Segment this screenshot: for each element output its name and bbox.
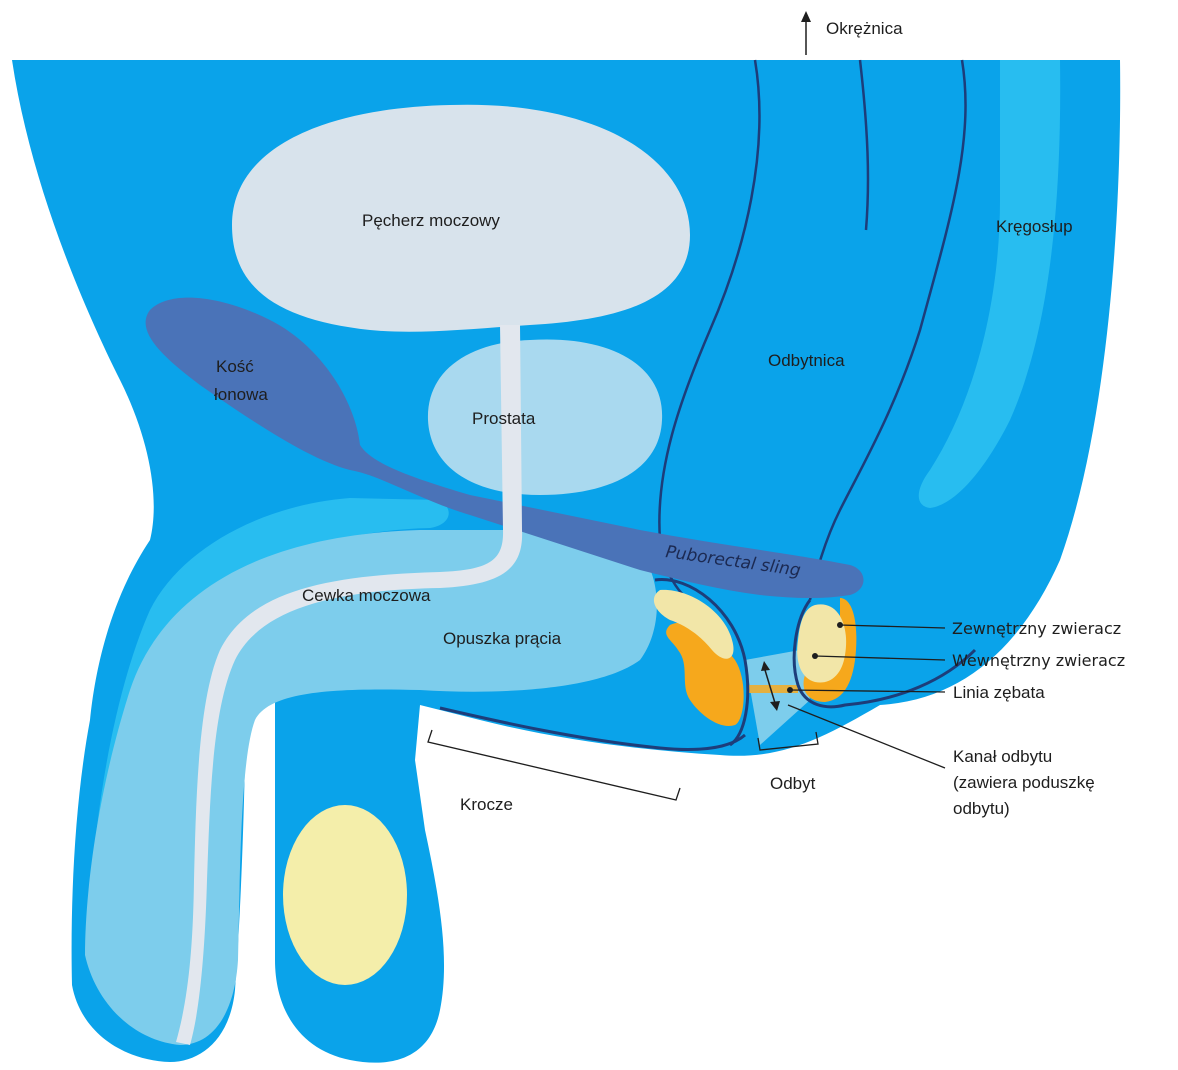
label-penile-bulb: Opuszka prącia bbox=[443, 629, 562, 648]
label-anal-canal-2: (zawiera poduszkę bbox=[953, 773, 1095, 792]
leader-external-dot bbox=[837, 622, 843, 628]
label-dentate-line: Linia zębata bbox=[953, 683, 1045, 702]
right-internal-sphincter bbox=[797, 604, 846, 682]
label-anal-canal-1: Kanał odbytu bbox=[953, 747, 1052, 766]
colon-arrow-head bbox=[801, 11, 811, 22]
leader-internal-dot bbox=[812, 653, 818, 659]
label-pubic-bone-2: łonowa bbox=[214, 385, 268, 404]
label-bladder: Pęcherz moczowy bbox=[362, 211, 500, 230]
testis bbox=[283, 805, 407, 985]
label-rectum: Odbytnica bbox=[768, 351, 845, 370]
leader-dentate-dot bbox=[787, 687, 793, 693]
prostate-shape bbox=[428, 339, 662, 495]
label-colon: Okrężnica bbox=[826, 19, 903, 38]
label-internal-sphincter: Wewnętrzny zwieracz bbox=[952, 651, 1125, 670]
label-external-sphincter: Zewnętrzny zwieracz bbox=[952, 619, 1121, 638]
label-urethra: Cewka moczowa bbox=[302, 586, 431, 605]
label-perineum: Krocze bbox=[460, 795, 513, 814]
label-anus: Odbyt bbox=[770, 774, 816, 793]
label-prostate: Prostata bbox=[472, 409, 536, 428]
label-pubic-bone-1: Kość bbox=[216, 357, 254, 376]
label-anal-canal-3: odbytu) bbox=[953, 799, 1010, 818]
label-spine: Kręgosłup bbox=[996, 217, 1073, 236]
